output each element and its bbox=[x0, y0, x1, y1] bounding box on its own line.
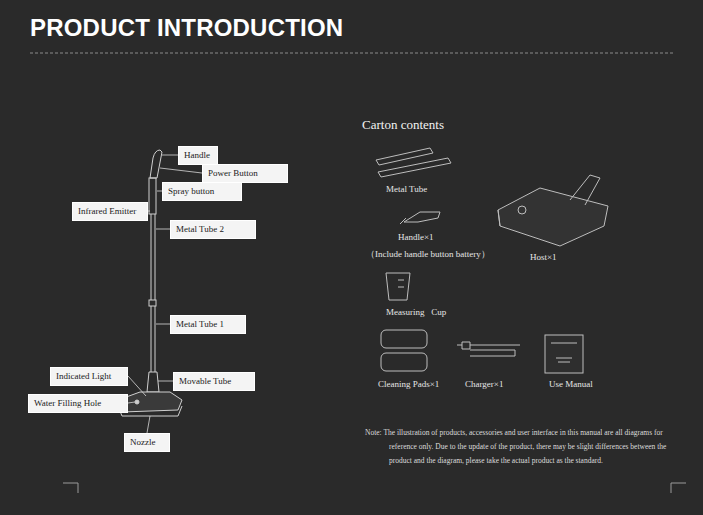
part-label: Metal Tube bbox=[386, 184, 427, 194]
callout-text: Water Filling Hole bbox=[34, 397, 122, 410]
callout-box: Infrared Emitter bbox=[72, 202, 148, 221]
callout-box: Spray button bbox=[162, 182, 242, 201]
part-label: Measuring Cup bbox=[386, 307, 446, 317]
callout-box: Nozzle bbox=[124, 433, 170, 452]
carton-illustrations bbox=[376, 148, 608, 373]
part-label: Handle×1 bbox=[398, 232, 434, 242]
callout-box: Water Filling Hole bbox=[28, 394, 128, 413]
callout-box: Power Button bbox=[202, 164, 288, 183]
note-text: Note: The illustration of products, acce… bbox=[365, 426, 675, 468]
page-title: PRODUCT INTRODUCTION bbox=[30, 14, 343, 42]
corner-marks bbox=[63, 483, 686, 493]
callout-text: Infrared Emitter bbox=[78, 205, 142, 218]
part-label: Use Manual bbox=[549, 379, 593, 389]
callout-box: Handle bbox=[178, 146, 218, 165]
callout-text: Nozzle bbox=[130, 436, 164, 449]
part-label: Host×1 bbox=[530, 252, 557, 262]
callout-text: Movable Tube bbox=[179, 375, 249, 388]
divider bbox=[30, 53, 673, 54]
part-label: Charger×1 bbox=[465, 379, 503, 389]
callout-text: Metal Tube 1 bbox=[176, 318, 240, 331]
callout-text: Spray button bbox=[168, 185, 236, 198]
callout-box: Indicated Light bbox=[50, 367, 128, 386]
part-note: （Include handle button battery） bbox=[366, 248, 490, 261]
callout-text: Handle bbox=[184, 149, 212, 162]
section-heading: Carton contents bbox=[362, 117, 444, 133]
callout-text: Metal Tube 2 bbox=[176, 223, 250, 236]
callout-box: Movable Tube bbox=[173, 372, 255, 391]
callout-box: Metal Tube 2 bbox=[170, 220, 256, 239]
callout-box: Metal Tube 1 bbox=[170, 315, 246, 334]
callout-text: Indicated Light bbox=[56, 370, 122, 383]
part-label: Cleaning Pads×1 bbox=[378, 379, 439, 389]
callout-text: Power Button bbox=[208, 167, 282, 180]
